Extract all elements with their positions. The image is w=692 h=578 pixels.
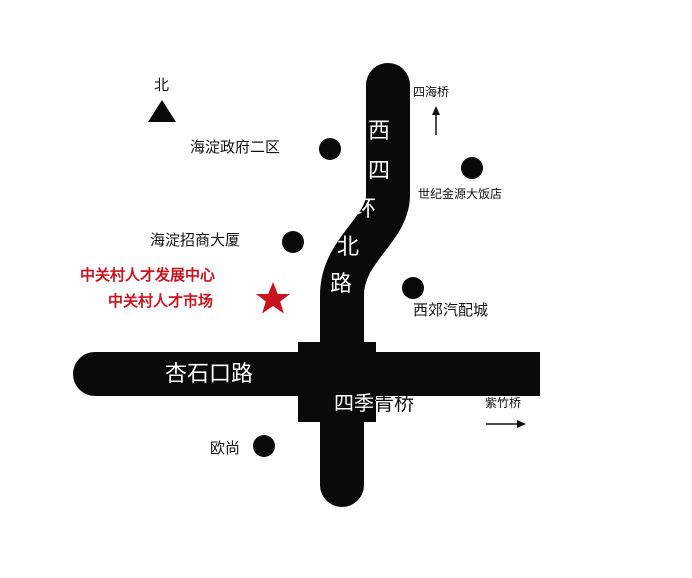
xisihuan-char-3: 环	[353, 197, 376, 222]
oushang-dot-icon	[253, 435, 275, 457]
oushang-label: 欧尚	[210, 439, 241, 457]
shiji-jinyuan-dot-icon	[461, 157, 483, 179]
haidian-gov-label: 海淀政府二区	[190, 138, 281, 156]
xisihuan-char-1: 西	[367, 119, 390, 144]
xisihuan-char-5: 路	[329, 272, 352, 297]
xisihuan-road	[320, 63, 410, 507]
arrow-up-icon	[432, 106, 440, 115]
xijiao-qipei-label: 西郊汽配城	[413, 301, 489, 319]
haidian-zhaoshang-label: 海淀招商大厦	[150, 231, 241, 249]
arrow-right-icon	[517, 420, 526, 428]
north-triangle-icon	[148, 100, 176, 122]
destination-label-line2: 中关村人才市场	[108, 292, 214, 310]
sijiqing-label-text: 四季青桥	[334, 391, 414, 415]
zizhu-bridge-label: 紫竹桥	[485, 396, 522, 410]
sijiqing-interchange	[298, 342, 376, 422]
xingshikou-road-label: 杏石口路	[165, 362, 254, 387]
haidian-gov-dot-icon	[319, 138, 341, 160]
sijiqing-label: 四季青桥	[334, 393, 414, 413]
sijiqing-label-inverse: 四季青桥	[334, 393, 376, 415]
xingshikou-road-end	[73, 352, 117, 396]
destination-star-icon	[256, 282, 290, 314]
destination-label-line1: 中关村人才发展中心	[80, 266, 216, 284]
xisihuan-char-2: 四	[367, 159, 390, 184]
north-label: 北	[154, 76, 170, 94]
xisihuan-char-4: 北	[336, 235, 359, 260]
haidian-zhaoshang-dot-icon	[282, 231, 304, 253]
sihai-bridge-label: 四海桥	[413, 85, 450, 99]
shiji-jinyuan-label: 世纪金源大饭店	[418, 187, 503, 201]
sijiqing-label-mask: 四季青桥	[334, 393, 376, 422]
xijiao-qipei-dot-icon	[402, 277, 424, 299]
